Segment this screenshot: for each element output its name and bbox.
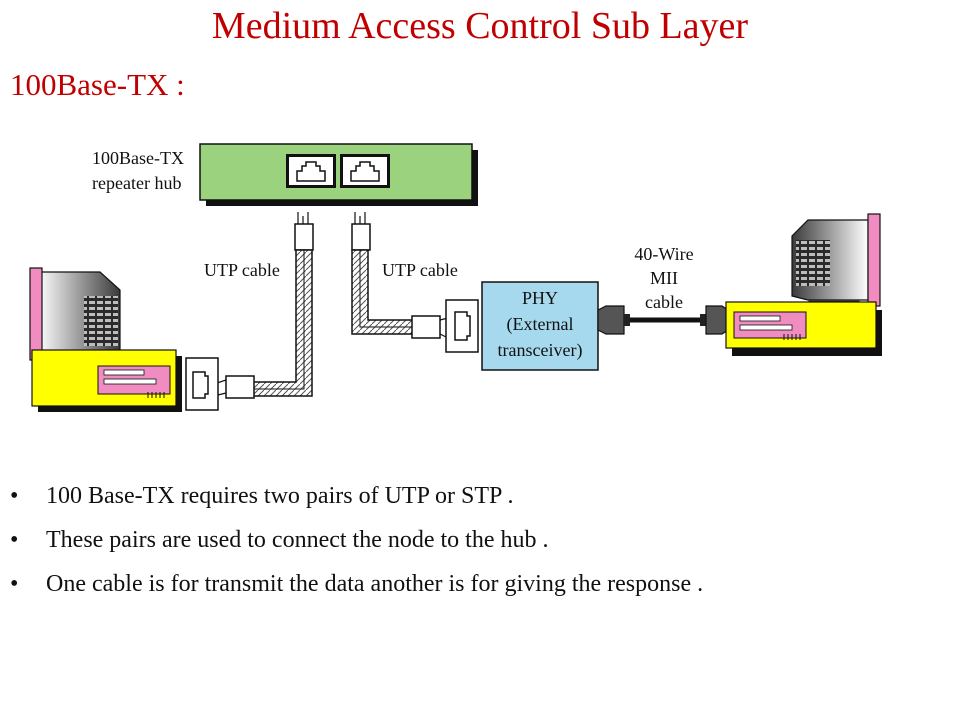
phy-label-line3: transceiver) (498, 340, 583, 361)
hub-label-line1: 100Base-TX (92, 148, 184, 168)
network-diagram: 100Base-TX repeater hub UTP cable (29, 143, 882, 412)
mii-label-line2: MII (650, 268, 678, 288)
mii-cable (597, 305, 729, 335)
mii-label-line3: cable (645, 292, 683, 312)
computer-right (725, 213, 882, 356)
hub-port-1 (286, 154, 336, 188)
phy-label-line2: (External (507, 314, 574, 335)
bullet-item-2: These pairs are used to connect the node… (10, 526, 950, 554)
utp-cable-left (213, 212, 314, 399)
wall-jack-left (185, 357, 219, 411)
computer-left (29, 267, 182, 412)
repeater-hub (199, 143, 478, 206)
slide-title: Medium Access Control Sub Layer (211, 5, 749, 47)
bullet-item-1: 100 Base-TX requires two pairs of UTP or… (10, 482, 950, 510)
bullet-item-3: One cable is for transmit the data anoth… (10, 570, 950, 598)
hub-port-2 (340, 154, 390, 188)
slide-subtitle: 100Base-TX : (10, 67, 185, 102)
bullet-list: 100 Base-TX requires two pairs of UTP or… (10, 482, 950, 614)
hub-label-line2: repeater hub (92, 173, 181, 193)
phy-transceiver (481, 281, 599, 371)
utp-right-label: UTP cable (382, 260, 458, 280)
mii-label-line1: 40-Wire (634, 244, 693, 264)
wall-jack-right (445, 299, 479, 353)
utp-left-label: UTP cable (204, 260, 280, 280)
phy-label-line1: PHY (522, 288, 558, 308)
